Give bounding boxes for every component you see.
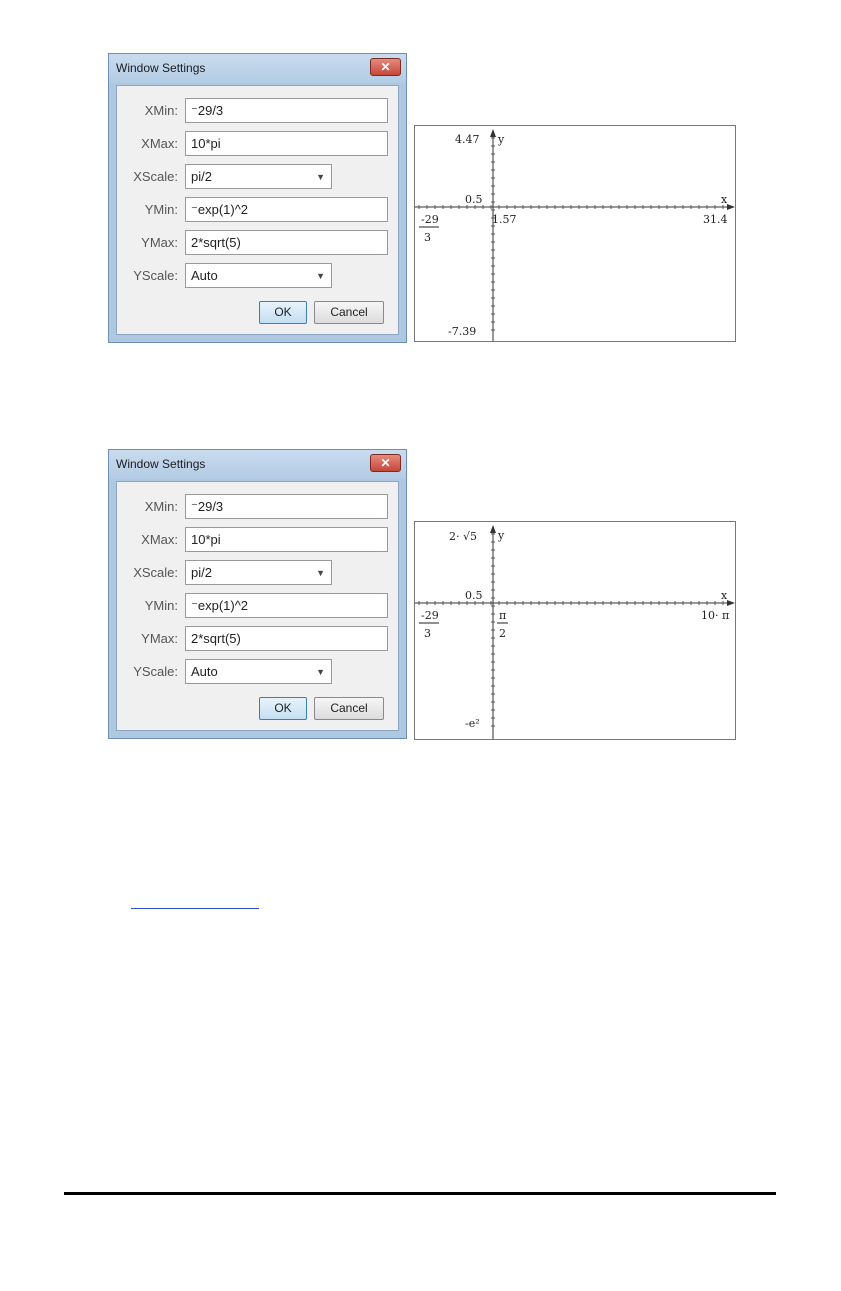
xscale-label: 1.57 (492, 213, 517, 226)
chevron-down-icon: ▼ (316, 172, 325, 182)
xmin-numerator: -29 (421, 213, 439, 226)
xmax-label: 10· π (701, 609, 729, 622)
ymin-row: YMin: ⁻exp(1)^2 (117, 593, 398, 620)
ymax-row: YMax: 2*sqrt(5) (117, 230, 398, 257)
ymax-input[interactable]: 2*sqrt(5) (185, 626, 388, 651)
xscale-row: XScale: pi/2 ▼ (117, 164, 398, 191)
yscale-label: 0.5 (465, 193, 483, 206)
yscale-label: YScale: (133, 664, 178, 679)
yscale-select[interactable]: Auto ▼ (185, 263, 332, 288)
x-axis-arrow (727, 204, 735, 210)
yscale-row: YScale: Auto ▼ (117, 263, 398, 290)
xscale-label: XScale: (133, 565, 178, 580)
yscale-label: YScale: (133, 268, 178, 283)
graph-window-decimal: y x 4.47 0.5 -7.39 -29 3 1.57 31.4 (414, 125, 736, 342)
ymin-label: -7.39 (448, 325, 476, 338)
xmax-label: XMax: (141, 136, 178, 151)
xmax-row: XMax: 10*pi (117, 131, 398, 158)
ymax-label: YMax: (141, 235, 178, 250)
xmin-input[interactable]: ⁻29/3 (185, 98, 388, 123)
close-icon: ✕ (371, 455, 400, 471)
xmax-label: XMax: (141, 532, 178, 547)
xscale-value: pi/2 (191, 565, 212, 580)
ymin-row: YMin: ⁻exp(1)^2 (117, 197, 398, 224)
xscale-value: pi/2 (191, 169, 212, 184)
ymin-label: -e² (465, 717, 480, 730)
graph-window-exact: y x 2· √5 0.5 -e² -29 3 π 2 10· π (414, 521, 736, 740)
y-axis-label: y (497, 529, 505, 542)
y-axis-label: y (497, 133, 505, 146)
dialog-body: XMin: ⁻29/3 XMax: 10*pi XScale: pi/2 ▼ Y… (116, 85, 399, 335)
xmax-label: 31.4 (703, 213, 728, 226)
ok-button[interactable]: OK (259, 697, 307, 720)
ymax-row: YMax: 2*sqrt(5) (117, 626, 398, 653)
cancel-button[interactable]: Cancel (314, 301, 384, 324)
ymax-label: YMax: (141, 631, 178, 646)
xmin-denominator: 3 (424, 627, 431, 640)
ok-button[interactable]: OK (259, 301, 307, 324)
window-settings-dialog: Window Settings ✕ XMin: ⁻29/3 XMax: 10*p… (108, 449, 407, 739)
xscale-label: XScale: (133, 169, 178, 184)
yscale-value: Auto (191, 664, 218, 679)
xmin-input[interactable]: ⁻29/3 (185, 494, 388, 519)
dialog-title: Window Settings (116, 457, 205, 471)
ymin-label: YMin: (145, 202, 178, 217)
xscale-select[interactable]: pi/2 ▼ (185, 560, 332, 585)
xscale-numerator: π (499, 609, 506, 622)
close-icon: ✕ (371, 59, 400, 75)
yscale-row: YScale: Auto ▼ (117, 659, 398, 686)
xmax-input[interactable]: 10*pi (185, 527, 388, 552)
ymax-label: 4.47 (455, 133, 480, 146)
x-axis-arrow (727, 600, 735, 606)
graph-canvas: y x 4.47 0.5 -7.39 -29 3 1.57 31.4 (415, 126, 735, 341)
chevron-down-icon: ▼ (316, 667, 325, 677)
yscale-select[interactable]: Auto ▼ (185, 659, 332, 684)
yscale-label: 0.5 (465, 589, 483, 602)
chevron-down-icon: ▼ (316, 271, 325, 281)
xmin-label: XMin: (145, 499, 178, 514)
dialog-body: XMin: ⁻29/3 XMax: 10*pi XScale: pi/2 ▼ Y… (116, 481, 399, 731)
xmin-row: XMin: ⁻29/3 (117, 98, 398, 125)
y-axis-arrow (490, 129, 496, 137)
ymax-label: 2· √5 (449, 530, 477, 543)
xmin-numerator: -29 (421, 609, 439, 622)
xscale-denominator: 2 (499, 627, 506, 640)
x-axis-label: x (721, 589, 728, 602)
ymax-input[interactable]: 2*sqrt(5) (185, 230, 388, 255)
yscale-value: Auto (191, 268, 218, 283)
dialog-titlebar[interactable]: Window Settings ✕ (109, 54, 406, 83)
xscale-row: XScale: pi/2 ▼ (117, 560, 398, 587)
dialog-title: Window Settings (116, 61, 205, 75)
y-axis-arrow (490, 525, 496, 533)
xmin-row: XMin: ⁻29/3 (117, 494, 398, 521)
xmin-label: XMin: (145, 103, 178, 118)
close-button[interactable]: ✕ (370, 454, 401, 472)
ymin-input[interactable]: ⁻exp(1)^2 (185, 197, 388, 222)
graph-canvas: y x 2· √5 0.5 -e² -29 3 π 2 10· π (415, 522, 735, 739)
hyperlink[interactable] (131, 892, 259, 909)
dialog-titlebar[interactable]: Window Settings ✕ (109, 450, 406, 479)
xscale-select[interactable]: pi/2 ▼ (185, 164, 332, 189)
close-button[interactable]: ✕ (370, 58, 401, 76)
ymin-input[interactable]: ⁻exp(1)^2 (185, 593, 388, 618)
window-settings-dialog: Window Settings ✕ XMin: ⁻29/3 XMax: 10*p… (108, 53, 407, 343)
xmin-denominator: 3 (424, 231, 431, 244)
chevron-down-icon: ▼ (316, 568, 325, 578)
xmax-input[interactable]: 10*pi (185, 131, 388, 156)
x-axis-label: x (721, 193, 728, 206)
cancel-button[interactable]: Cancel (314, 697, 384, 720)
xmax-row: XMax: 10*pi (117, 527, 398, 554)
ymin-label: YMin: (145, 598, 178, 613)
footer-rule (64, 1192, 776, 1195)
